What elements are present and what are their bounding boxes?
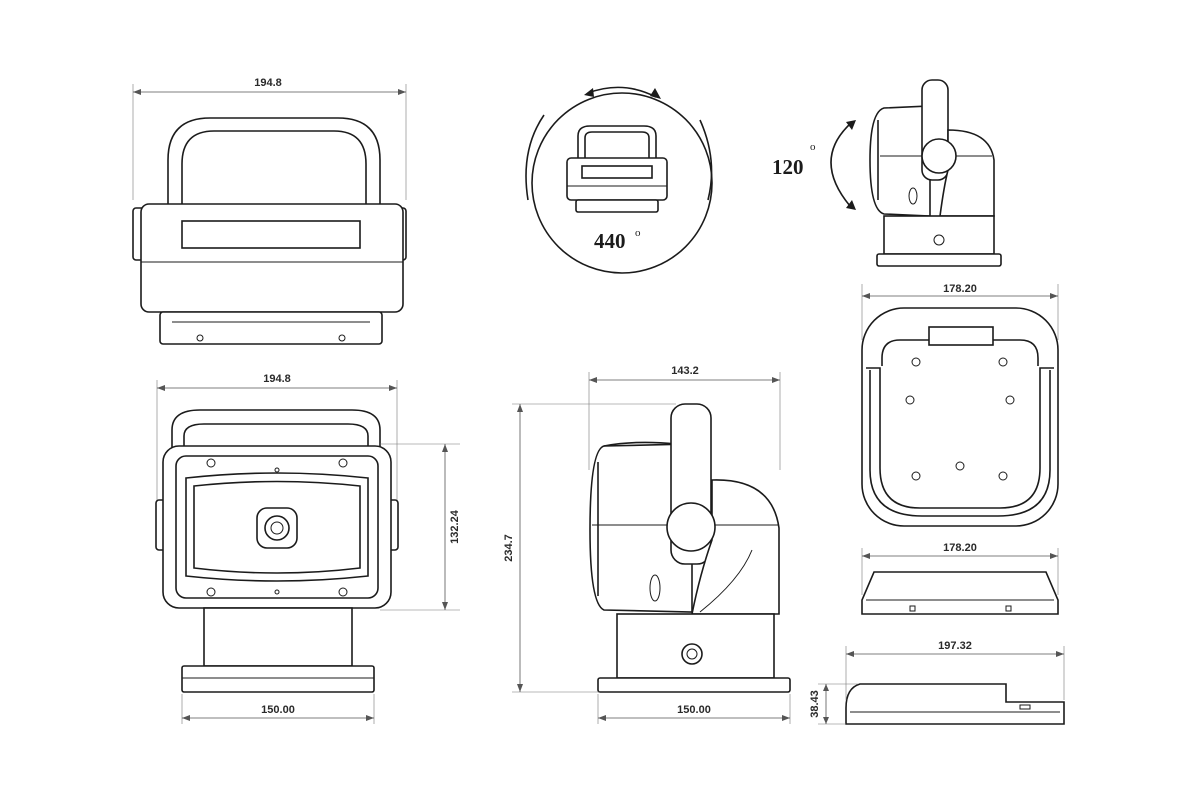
tilt-angle-label: 120 xyxy=(772,155,804,179)
pan-rotation-view: 440 o xyxy=(525,86,713,274)
plate-width-label: 178.20 xyxy=(943,283,977,295)
side-view-height-label: 234.7 xyxy=(503,534,515,562)
base-profile-width-label: 197.32 xyxy=(938,640,972,652)
side-view-base-width-label: 150.00 xyxy=(677,704,711,716)
base-profile-height-label: 38.43 xyxy=(809,690,821,718)
top-view-width-label: 194.8 xyxy=(254,77,282,89)
pan-degree-symbol: o xyxy=(635,227,641,239)
tilt-degree-symbol: o xyxy=(810,141,816,153)
plate-profile-width-label: 178.20 xyxy=(943,542,977,554)
front-view-base-width-label: 150.00 xyxy=(261,704,295,716)
base-profile-view: 197.32 38.43 xyxy=(809,640,1065,725)
side-view: 143.2 234.7 150.00 xyxy=(503,365,791,724)
top-view: 194.8 xyxy=(132,77,407,345)
pan-angle-label: 440 xyxy=(594,229,626,253)
tilt-view: 120 o xyxy=(772,79,1002,267)
plate-profile-view: 178.20 xyxy=(861,542,1059,615)
side-view-depth-label: 143.2 xyxy=(671,365,699,377)
front-view-width-label: 194.8 xyxy=(263,373,291,385)
front-view: 194.8 132.24 150.00 xyxy=(155,373,461,724)
mounting-plate-view: 178.20 xyxy=(861,283,1059,527)
front-view-height-label: 132.24 xyxy=(449,509,461,544)
mounting-holes xyxy=(905,357,1015,481)
